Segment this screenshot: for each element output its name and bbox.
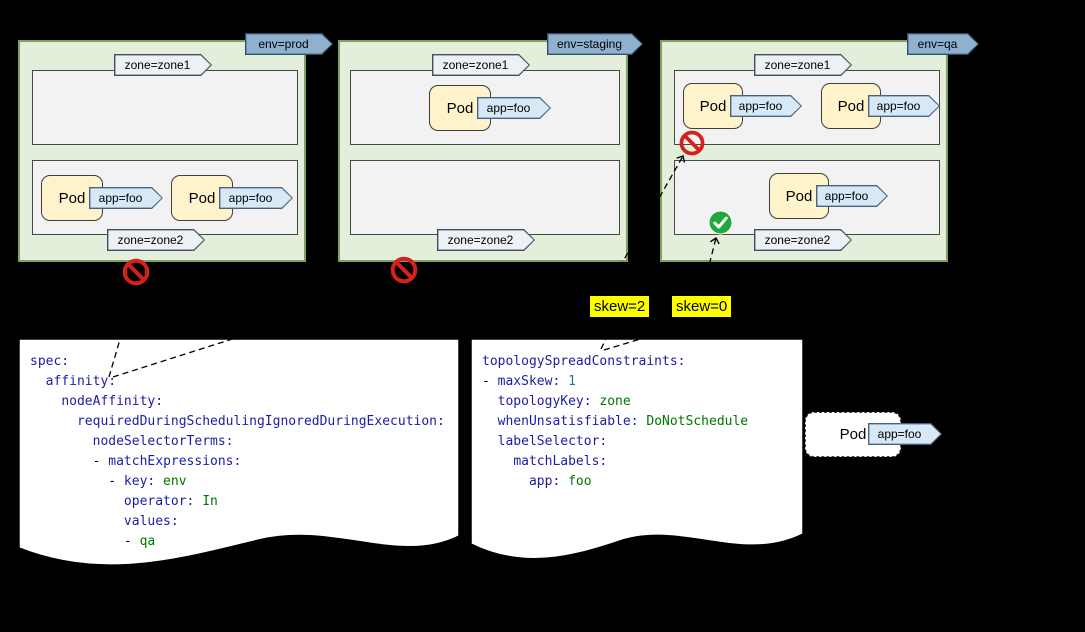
env-tag-label: env=staging — [556, 37, 623, 51]
zone-tag-label: zone=zone1 — [764, 58, 831, 72]
app-tag-label: app=foo — [738, 99, 783, 113]
code-line: - maxSkew: 1 — [482, 374, 576, 389]
pod-label: Pod — [188, 189, 216, 207]
env-tag: env=staging — [547, 33, 643, 55]
app-label-tag: app=foo — [477, 97, 551, 119]
pod-label: Pod — [837, 97, 865, 115]
code-line: matchLabels: — [513, 454, 608, 469]
code-line: operator: In — [123, 494, 218, 509]
app-tag-label: app=foo — [876, 99, 921, 113]
zone-tag-label: zone=zone1 — [124, 58, 191, 72]
code-line: spec: — [30, 354, 70, 369]
skew-0-label: skew=0 — [672, 296, 732, 317]
env-tag-label: env=prod — [258, 37, 309, 51]
no-entry-icon — [390, 256, 418, 284]
code-line: labelSelector: — [497, 434, 608, 449]
zone1-tag: zone=zone1 — [114, 54, 212, 76]
zone-tag-label: zone=zone2 — [764, 233, 831, 247]
zone2-tag: zone=zone2 — [754, 229, 852, 251]
pod: Pod — [769, 173, 829, 219]
incoming-pod-app-tag: app=foo — [868, 423, 942, 445]
no-entry-icon — [122, 258, 150, 286]
pod-label: Pod — [58, 189, 86, 207]
app-label-tag: app=foo — [730, 95, 802, 117]
code-line: nodeSelectorTerms: — [92, 434, 234, 449]
zone-tag-label: zone=zone2 — [117, 233, 184, 247]
topology-spread-doc-shape — [470, 338, 804, 560]
app-label-tag: app=foo — [816, 185, 888, 207]
code-line: - qa — [30, 534, 156, 549]
code-line: nodeAffinity: — [61, 394, 164, 409]
zone-tag-label: zone=zone1 — [442, 58, 509, 72]
app-label-tag: app=foo — [219, 187, 293, 209]
zone2-tag: zone=zone2 — [437, 229, 535, 251]
zone1-tag: zone=zone1 — [754, 54, 852, 76]
cluster-prod: env=prod zone=zone1 Pod app=foo Pod app=… — [18, 40, 306, 262]
code-line: values: — [123, 514, 179, 529]
app-tag-label: app=foo — [228, 191, 273, 205]
pod-label: Pod — [785, 187, 813, 205]
app-tag-label: app=foo — [98, 191, 143, 205]
app-tag-label: app=foo — [486, 101, 531, 115]
zone2-box — [350, 160, 620, 235]
code-line: - key: env — [30, 474, 187, 489]
cluster-staging: env=staging Pod app=foo zone=zone1 zone=… — [338, 40, 628, 262]
check-icon — [708, 210, 733, 235]
code-line: topologySpreadConstraints: — [482, 354, 686, 369]
zone2-box: Pod app=foo Pod app=foo — [32, 160, 298, 235]
code-line: - matchExpressions: — [30, 454, 242, 469]
zone1-tag: zone=zone1 — [432, 54, 530, 76]
env-tag: env=prod — [245, 33, 333, 55]
env-tag: env=qa — [907, 33, 979, 55]
code-line: app: foo — [528, 474, 592, 489]
zone1-box — [32, 70, 298, 145]
app-label-tag: app=foo — [868, 95, 940, 117]
zone1-box: Pod app=foo Pod app=foo — [674, 70, 940, 145]
skew-2-label: skew=2 — [590, 296, 650, 317]
app-tag-label: app=foo — [824, 189, 869, 203]
zone-tag-label: zone=zone2 — [447, 233, 514, 247]
pod-label: Pod — [699, 97, 727, 115]
code-line: topologyKey: zone — [497, 394, 631, 409]
node-affinity-doc-shape — [18, 338, 460, 566]
pod-label: Pod — [446, 99, 474, 117]
app-label-tag: app=foo — [89, 187, 163, 209]
code-line: requiredDuringSchedulingIgnoredDuringExe… — [76, 414, 445, 429]
pod-label: Pod — [839, 426, 867, 443]
node-affinity-code: spec: affinity: nodeAffinity: requiredDu… — [30, 352, 445, 552]
code-line: affinity: — [45, 374, 117, 389]
code-line: whenUnsatisfiable: DoNotSchedule — [497, 414, 749, 429]
topology-spread-code: topologySpreadConstraints: - maxSkew: 1 t… — [482, 352, 748, 492]
env-tag-label: env=qa — [917, 37, 958, 51]
zone1-box: Pod app=foo — [350, 70, 620, 145]
zone2-tag: zone=zone2 — [107, 229, 205, 251]
no-entry-icon — [679, 130, 705, 156]
app-tag-label: app=foo — [877, 427, 922, 441]
